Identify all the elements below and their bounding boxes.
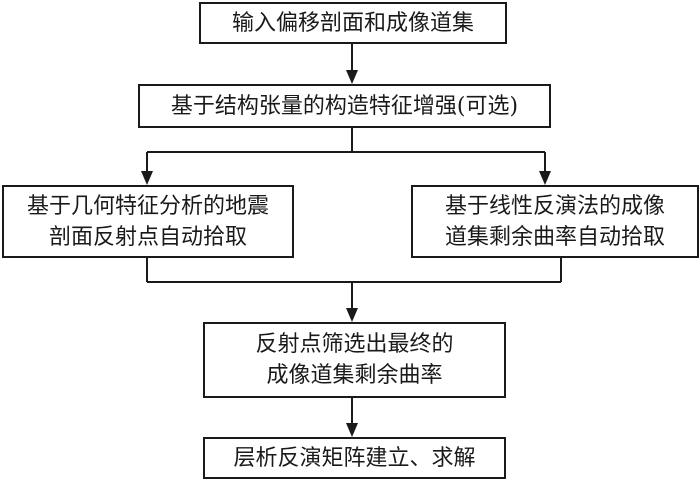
arrowhead-icon xyxy=(346,70,358,84)
arrowhead-icon xyxy=(346,423,358,437)
node-solve: 层析反演矩阵建立、求解 xyxy=(203,437,506,479)
arrowhead-icon xyxy=(346,308,358,322)
node-enhance: 基于结构张量的构造特征增强(可选) xyxy=(138,84,551,128)
arrowhead-icon xyxy=(539,171,551,185)
node-right-pick: 基于线性反演法的成像 道集剩余曲率自动拾取 xyxy=(411,185,699,258)
node-input: 输入偏移剖面和成像道集 xyxy=(199,2,507,44)
node-solve-line-1: 层析反演矩阵建立、求解 xyxy=(233,445,476,471)
node-left-pick-line-1: 基于几何特征分析的地震 xyxy=(26,193,269,219)
node-filter-line-2: 成像道集剩余曲率 xyxy=(266,363,443,388)
node-enhance-line-1: 基于结构张量的构造特征增强(可选) xyxy=(170,93,519,119)
node-filter-line-1: 反射点筛选出最终的 xyxy=(255,332,454,357)
node-input-line-1: 输入偏移剖面和成像道集 xyxy=(231,10,474,36)
node-left-pick: 基于几何特征分析的地震 剖面反射点自动拾取 xyxy=(2,185,294,258)
node-left-pick-line-2: 剖面反射点自动拾取 xyxy=(48,224,247,250)
node-filter: 反射点筛选出最终的 成像道集剩余曲率 xyxy=(203,322,506,398)
node-right-pick-line-1: 基于线性反演法的成像 xyxy=(444,193,665,219)
arrowhead-icon xyxy=(141,171,153,185)
node-right-pick-line-2: 道集剩余曲率自动拾取 xyxy=(444,224,665,250)
